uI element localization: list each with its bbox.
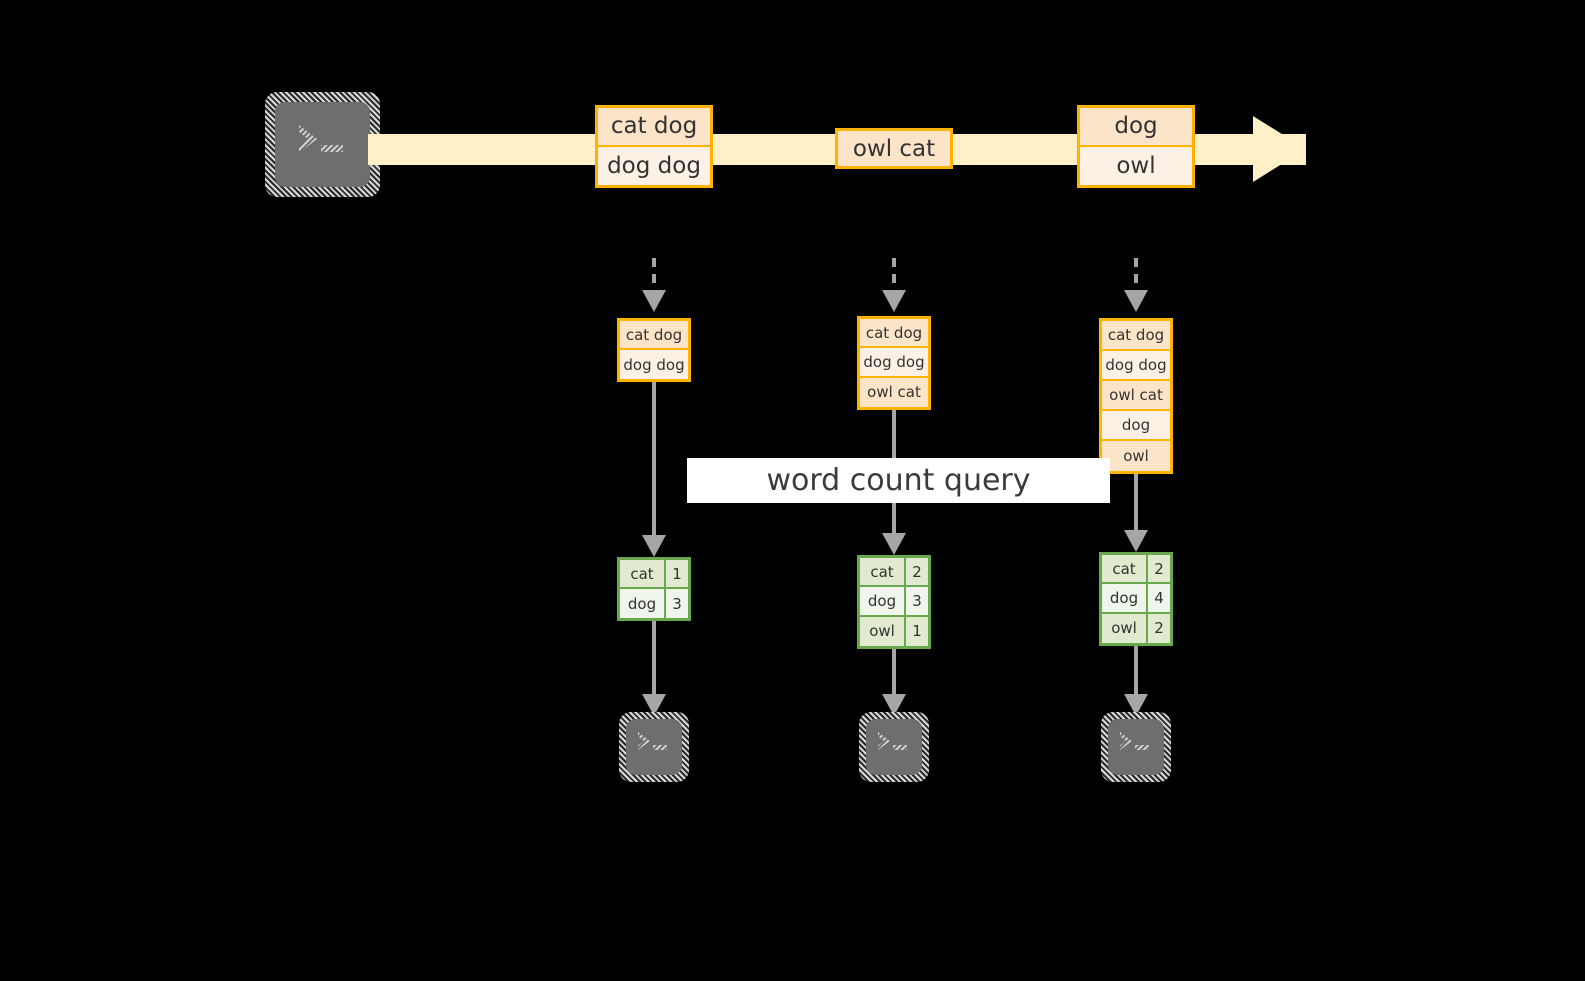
snapshot-1-query-arrowhead bbox=[642, 535, 666, 557]
table-row: dog 3 bbox=[860, 587, 928, 617]
result-word: dog bbox=[1102, 584, 1148, 612]
snapshot-1-tap-arrowhead bbox=[642, 290, 666, 312]
stream-record: dog dog bbox=[598, 146, 710, 185]
snapshot-2-tap-arrowhead bbox=[882, 290, 906, 312]
snapshot-3-input-record: owl bbox=[1102, 441, 1170, 471]
stream-record: owl bbox=[1080, 146, 1192, 185]
terminal-body bbox=[275, 102, 370, 187]
stream-group-3: dog owl bbox=[1077, 105, 1195, 188]
stream-record: cat dog bbox=[598, 108, 710, 147]
stream-arrow-head bbox=[1253, 116, 1306, 182]
result-count: 3 bbox=[906, 587, 928, 615]
snapshot-1-sink-arrowhead bbox=[642, 694, 666, 716]
snapshot-3-input-record: dog dog bbox=[1102, 351, 1170, 381]
terminal-prompt-glyph bbox=[299, 125, 343, 153]
result-count: 4 bbox=[1148, 584, 1170, 612]
snapshot-2-query-arrowhead bbox=[882, 533, 906, 555]
snapshot-1-query-line bbox=[652, 382, 656, 537]
snapshot-2-tap-line bbox=[892, 258, 896, 292]
snapshot-2-input-record: owl cat bbox=[860, 377, 928, 407]
snapshot-2-input-record: dog dog bbox=[860, 348, 928, 378]
banner-label: word count query bbox=[766, 463, 1031, 498]
snapshot-2-sink-line bbox=[892, 649, 896, 696]
snapshot-3-input-table: cat dog dog dog owl cat dog owl bbox=[1099, 318, 1173, 474]
result-count: 2 bbox=[1148, 555, 1170, 583]
terminal-prompt-glyph bbox=[878, 732, 907, 750]
snapshot-2-input-record: cat dog bbox=[860, 319, 928, 349]
table-row: cat 2 bbox=[1102, 555, 1170, 585]
table-row: owl 2 bbox=[1102, 613, 1170, 643]
snapshot-3-tap-line bbox=[1134, 258, 1138, 292]
result-count: 1 bbox=[666, 560, 688, 588]
snapshot-1-sink-terminal-icon bbox=[619, 712, 689, 782]
result-word: cat bbox=[620, 560, 666, 588]
table-row: dog 4 bbox=[1102, 584, 1170, 614]
snapshot-3-input-record: dog bbox=[1102, 411, 1170, 441]
result-count: 1 bbox=[906, 616, 928, 646]
snapshot-3-sink-line bbox=[1134, 646, 1138, 696]
snapshot-3-result-table: cat 2 dog 4 owl 2 bbox=[1099, 552, 1173, 646]
snapshot-3-query-arrowhead bbox=[1124, 530, 1148, 552]
result-word: cat bbox=[860, 558, 906, 586]
snapshot-1-input-table: cat dog dog dog bbox=[617, 318, 691, 382]
stream-group-1: cat dog dog dog bbox=[595, 105, 713, 188]
snapshot-3-input-record: owl cat bbox=[1102, 381, 1170, 411]
table-row: cat 1 bbox=[620, 560, 688, 590]
snapshot-2-input-table: cat dog dog dog owl cat bbox=[857, 316, 931, 410]
snapshot-1-sink-line bbox=[652, 621, 656, 696]
terminal-prompt-glyph bbox=[638, 732, 667, 750]
stream-record: owl cat bbox=[838, 131, 950, 166]
snapshot-2-result-table: cat 2 dog 3 owl 1 bbox=[857, 555, 931, 649]
stream-group-2: owl cat bbox=[835, 128, 953, 169]
snapshot-3-sink-arrowhead bbox=[1124, 694, 1148, 716]
result-word: dog bbox=[620, 589, 666, 618]
snapshot-2-sink-arrowhead bbox=[882, 694, 906, 716]
table-row: dog 3 bbox=[620, 589, 688, 618]
result-count: 2 bbox=[1148, 613, 1170, 643]
table-row: cat 2 bbox=[860, 558, 928, 588]
result-word: cat bbox=[1102, 555, 1148, 583]
snapshot-1-result-table: cat 1 dog 3 bbox=[617, 557, 691, 621]
result-word: dog bbox=[860, 587, 906, 615]
result-word: owl bbox=[860, 616, 906, 646]
result-count: 3 bbox=[666, 589, 688, 618]
snapshot-3-query-line bbox=[1134, 474, 1138, 532]
table-row: owl 1 bbox=[860, 616, 928, 646]
snapshot-3-input-record: cat dog bbox=[1102, 321, 1170, 351]
snapshot-1-input-record: dog dog bbox=[620, 350, 688, 379]
stream-record: dog bbox=[1080, 108, 1192, 147]
snapshot-2-sink-terminal-icon bbox=[859, 712, 929, 782]
source-terminal-icon bbox=[265, 92, 380, 197]
snapshot-1-input-record: cat dog bbox=[620, 321, 688, 351]
result-word: owl bbox=[1102, 613, 1148, 643]
terminal-prompt-glyph bbox=[1120, 732, 1149, 750]
snapshot-1-tap-line bbox=[652, 258, 656, 292]
word-count-query-banner: word count query bbox=[687, 458, 1110, 503]
result-count: 2 bbox=[906, 558, 928, 586]
snapshot-3-sink-terminal-icon bbox=[1101, 712, 1171, 782]
snapshot-3-tap-arrowhead bbox=[1124, 290, 1148, 312]
